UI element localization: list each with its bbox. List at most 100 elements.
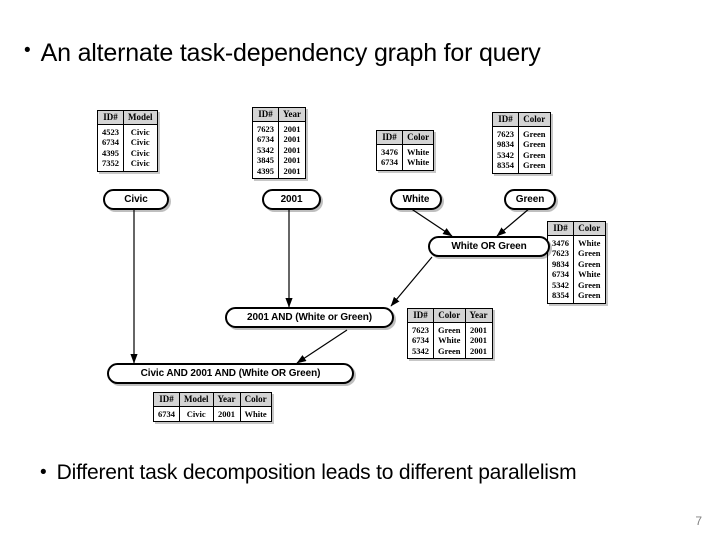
cell: 6734	[252, 134, 279, 145]
table-row: 6734 Civic	[97, 137, 158, 148]
table-row: 3476 White	[547, 235, 606, 248]
white-color-table: ID# Color 3476 White 6734 White	[376, 130, 435, 171]
final-result-table: ID# Model Year Color 6734 Civic 2001 Whi…	[153, 392, 272, 422]
node-final[interactable]: Civic AND 2001 AND (White OR Green)	[107, 363, 354, 384]
cell: Green	[573, 258, 606, 269]
cell: 7623	[407, 322, 434, 335]
top-bullet-text: An alternate task-dependency graph for q…	[40, 39, 541, 67]
cell: 5342	[252, 144, 279, 155]
cell: 6734	[97, 137, 124, 148]
green-color-table: ID# Color 7623 Green 9834 Green 5342 Gre…	[492, 112, 551, 174]
bullet-marker-icon: •	[24, 40, 31, 61]
column-header: ID#	[97, 110, 124, 125]
node-white-or-green[interactable]: White OR Green	[428, 236, 550, 257]
table-row: 6734 White	[547, 269, 606, 280]
table-row: 9834 Green	[547, 258, 606, 269]
cell: White	[573, 235, 606, 248]
node-2001[interactable]: 2001	[262, 189, 321, 210]
cell: 2001	[212, 406, 241, 422]
table-row: 5342 Green	[547, 279, 606, 290]
cell: 7352	[97, 158, 124, 172]
bottom-bullet-text: Different task decomposition leads to di…	[56, 461, 577, 484]
cell: 8354	[492, 160, 519, 174]
column-header: ID#	[492, 112, 519, 127]
year-table: ID# Year 7623 2001 6734 2001 5342 2001 3…	[252, 107, 306, 179]
column-header: Color	[518, 112, 551, 127]
cell: 3845	[252, 155, 279, 166]
cell: 9834	[492, 139, 519, 150]
table-row: 8354 Green	[492, 160, 551, 174]
model-table: ID# Model 4523 Civic 6734 Civic 4395 Civ…	[97, 110, 158, 172]
cell: 7623	[547, 248, 574, 259]
cell: 2001	[278, 155, 306, 166]
column-header: Year	[464, 308, 493, 323]
node-2001-and[interactable]: 2001 AND (White or Green)	[225, 307, 394, 328]
cell: Civic	[123, 158, 158, 172]
table-row: 5342 Green 2001	[407, 345, 493, 359]
cell: White	[573, 269, 606, 280]
table-row: 8354 Green	[547, 290, 606, 304]
cell: 3476	[547, 235, 574, 248]
bullet-marker-icon: •	[40, 462, 47, 483]
table-row: 5342 Green	[492, 149, 551, 160]
cell: 3476	[376, 144, 403, 157]
table-row: 7623 Green	[547, 248, 606, 259]
cell: Green	[573, 248, 606, 259]
table-row: 7352 Civic	[97, 158, 158, 172]
cell: 6734	[153, 406, 180, 422]
cell: 7623	[252, 121, 279, 134]
node-civic[interactable]: Civic	[103, 189, 169, 210]
table-row: 6734 2001	[252, 134, 306, 145]
cell: 4395	[252, 165, 279, 179]
cell: Green	[518, 149, 551, 160]
table-row: 6734 White	[376, 157, 435, 171]
node-white[interactable]: White	[390, 189, 442, 210]
table-row: 6734 White 2001	[407, 335, 493, 346]
cell: 8354	[547, 290, 574, 304]
node-green[interactable]: Green	[504, 189, 556, 210]
cell: White	[433, 335, 466, 346]
cell: 2001	[464, 345, 493, 359]
column-header: Color	[573, 221, 606, 236]
cell: 5342	[407, 345, 434, 359]
year-and-color-table: ID# Color Year 7623 Green 2001 6734 Whit…	[407, 308, 493, 359]
column-header: ID#	[547, 221, 574, 236]
cell: 6734	[376, 157, 403, 171]
table-row: 5342 2001	[252, 144, 306, 155]
column-header: ID#	[252, 107, 279, 122]
column-header: ID#	[153, 392, 180, 407]
table-row: 6734 Civic 2001 White	[153, 406, 272, 422]
bottom-bullet: • Different task decomposition leads to …	[40, 460, 640, 486]
cell: Civic	[179, 406, 214, 422]
arrow-white-to-union	[409, 207, 453, 237]
table-row: 4395 2001	[252, 165, 306, 179]
cell: White	[401, 157, 435, 171]
cell: 2001	[464, 322, 493, 335]
cell: Green	[518, 160, 551, 174]
table-row: 3476 White	[376, 144, 435, 157]
cell: Civic	[123, 124, 158, 137]
table-row: 4523 Civic	[97, 124, 158, 137]
column-header: Color	[401, 130, 435, 145]
column-header: Model	[179, 392, 214, 407]
column-header: Color	[239, 392, 272, 407]
cell: Green	[433, 322, 466, 335]
cell: 2001	[464, 335, 493, 346]
table-row: 7623 Green 2001	[407, 322, 493, 335]
cell: 6734	[407, 335, 434, 346]
cell: 5342	[492, 149, 519, 160]
page-number: 7	[695, 514, 702, 528]
cell: White	[239, 406, 272, 422]
table-row: 3845 2001	[252, 155, 306, 166]
cell: Green	[518, 126, 551, 139]
cell: 4395	[97, 147, 124, 158]
cell: 2001	[278, 134, 306, 145]
task-dependency-diagram: ID# Model 4523 Civic 6734 Civic 4395 Civ…	[0, 95, 720, 440]
cell: Green	[573, 279, 606, 290]
white-or-green-table: ID# Color 3476 White 7623 Green 9834 Gre…	[547, 221, 606, 304]
cell: Green	[573, 290, 606, 304]
table-row: 7623 Green	[492, 126, 551, 139]
column-header: ID#	[376, 130, 403, 145]
cell: 2001	[278, 144, 306, 155]
